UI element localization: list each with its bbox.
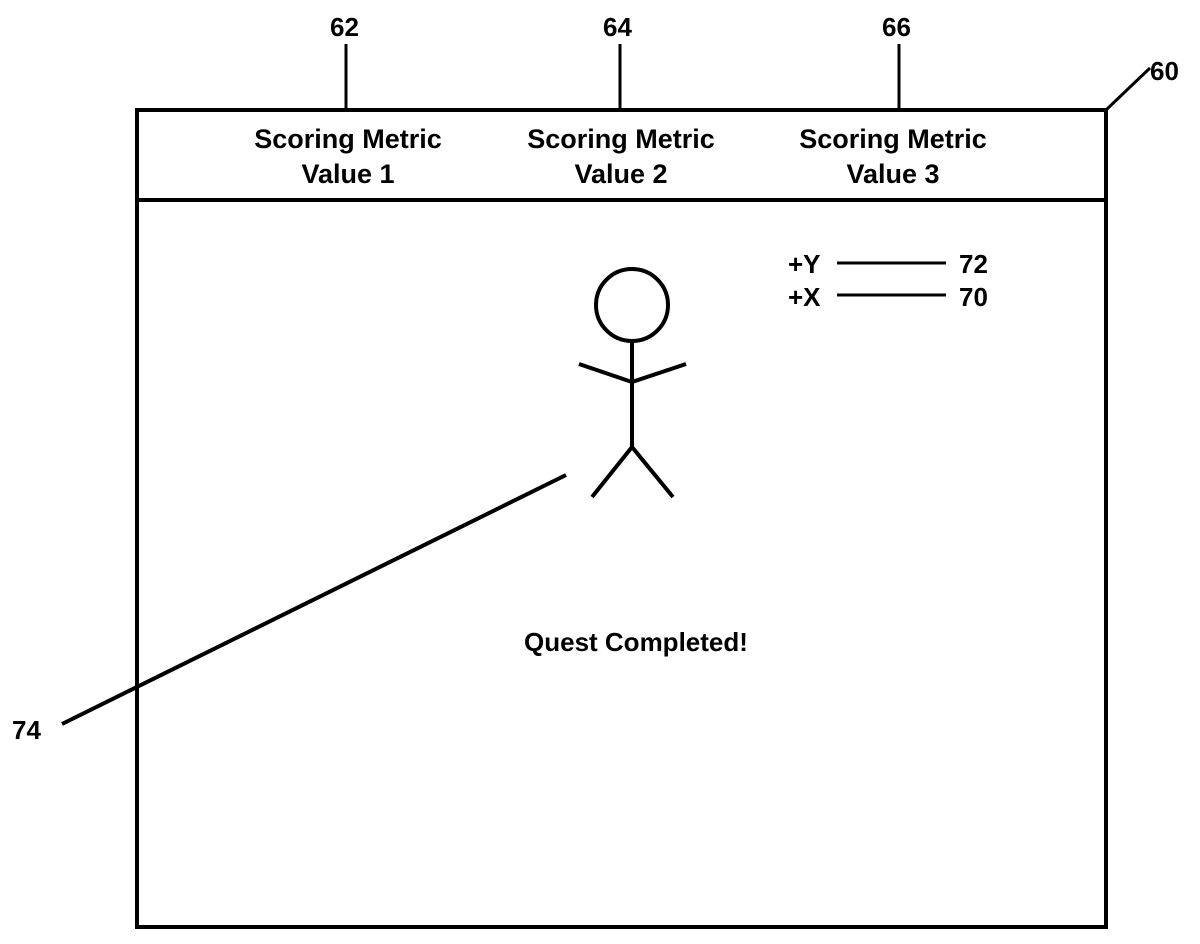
quest-completed-message: Quest Completed! — [524, 627, 748, 657]
game-screen-frame — [135, 108, 1108, 929]
avatar-head — [594, 267, 670, 343]
scoring-metric-3-title: Scoring Metric — [799, 124, 987, 154]
scoring-metric-2-value: Value 2 — [574, 159, 668, 189]
ref-74: 74 — [12, 715, 41, 745]
ref-64: 64 — [603, 12, 632, 42]
stat-y-label: +Y — [788, 249, 821, 279]
ref-60: 60 — [1150, 56, 1179, 86]
ref-62: 62 — [330, 12, 359, 42]
scoring-metric-3: Scoring Metric Value 3 — [763, 122, 1023, 192]
leader-line-60 — [1104, 66, 1152, 112]
scoring-metric-1: Scoring Metric Value 1 — [218, 122, 478, 192]
avatar-right-arm — [631, 362, 687, 384]
scoring-metric-1-title: Scoring Metric — [254, 124, 442, 154]
avatar-right-leg — [630, 445, 675, 499]
stick-figure-icon — [578, 267, 687, 499]
leader-line-74 — [61, 473, 567, 726]
stat-x-label: +X — [788, 282, 821, 312]
avatar-left-arm — [578, 362, 633, 384]
scoring-metric-2: Scoring Metric Value 2 — [491, 122, 751, 192]
scoring-metric-1-value: Value 1 — [301, 159, 395, 189]
ref-72: 72 — [959, 249, 988, 279]
scoring-metric-3-value: Value 3 — [846, 159, 940, 189]
ref-70: 70 — [959, 282, 988, 312]
scoring-metric-2-title: Scoring Metric — [527, 124, 715, 154]
ref-66: 66 — [882, 12, 911, 42]
avatar-left-leg — [590, 445, 634, 499]
